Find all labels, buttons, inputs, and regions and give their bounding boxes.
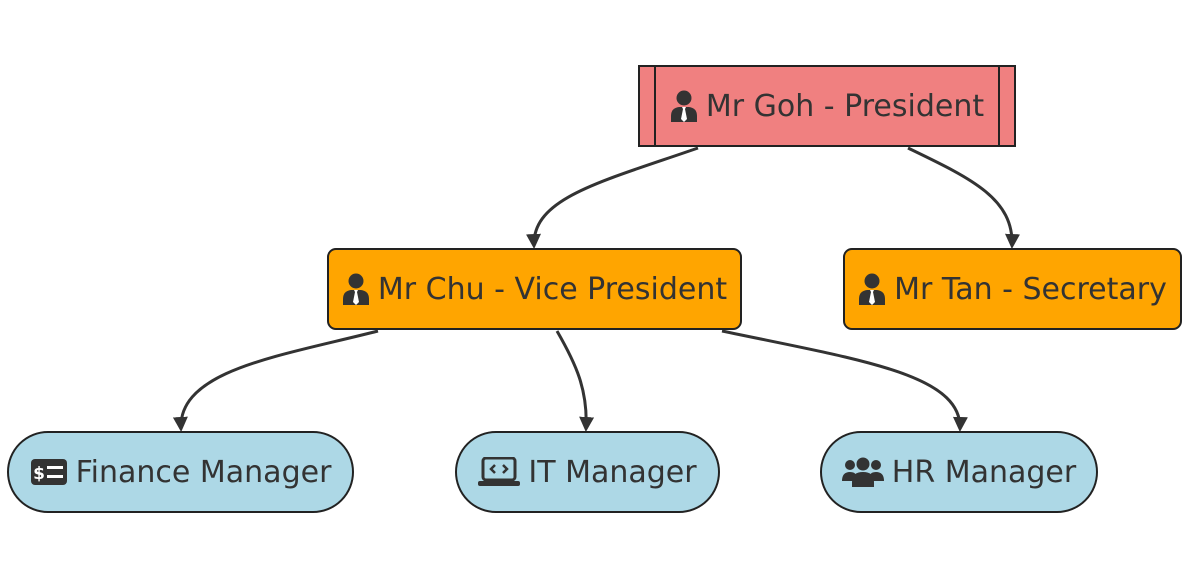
node-it-manager-label: IT Manager: [528, 454, 697, 490]
money-check-icon: $: [30, 458, 68, 486]
node-president-label: Mr Goh - President: [705, 88, 985, 124]
user-tie-icon: [670, 90, 698, 122]
node-vice-president[interactable]: Mr Chu - Vice President: [327, 248, 742, 330]
node-vice-president-label: Mr Chu - Vice President: [377, 271, 728, 307]
node-secretary[interactable]: Mr Tan - Secretary: [843, 248, 1182, 330]
node-hr-manager[interactable]: HR Manager: [820, 431, 1098, 513]
edge-vice-president-to-hr-manager: [721, 329, 968, 432]
node-secretary-label: Mr Tan - Secretary: [894, 271, 1167, 307]
users-icon: [841, 457, 884, 487]
edge-president-to-vice-president: [526, 146, 699, 249]
edge-vice-president-to-it-manager: [555, 330, 595, 432]
laptop-code-icon: [478, 457, 521, 487]
node-finance-manager-label: Finance Manager: [75, 454, 332, 490]
node-finance-manager[interactable]: $ Finance Manager: [7, 431, 354, 513]
edge-president-to-secretary: [907, 146, 1020, 249]
edge-vice-president-to-finance-manager: [172, 329, 379, 432]
user-tie-icon: [342, 273, 370, 305]
user-tie-icon: [858, 273, 886, 305]
node-hr-manager-label: HR Manager: [891, 454, 1077, 490]
svg-text:$: $: [33, 464, 45, 484]
node-it-manager[interactable]: IT Manager: [455, 431, 720, 513]
node-president[interactable]: Mr Goh - President: [638, 65, 1016, 147]
